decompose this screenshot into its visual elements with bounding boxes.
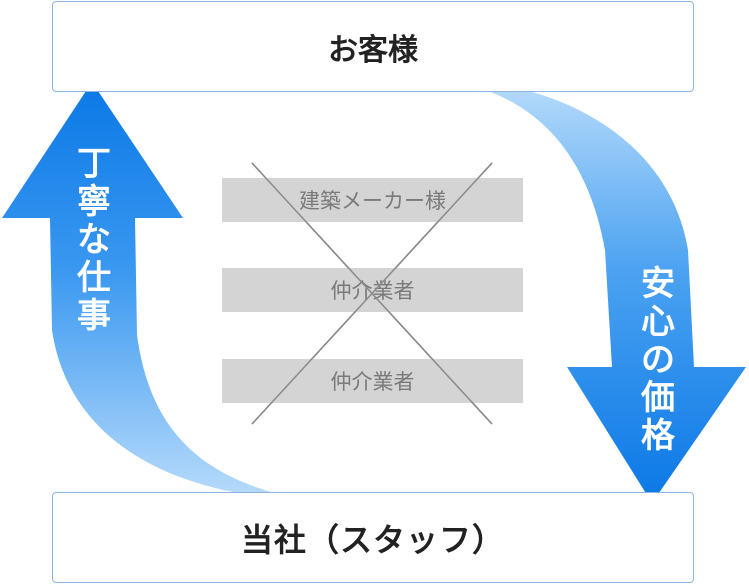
right-arrow-char: 安 (641, 264, 675, 304)
company-label: 当社（スタッフ） (240, 520, 505, 559)
customer-box: お客様 (52, 1, 694, 92)
company-box: 当社（スタッフ） (52, 492, 694, 583)
middle-bar-label: 仲介業者 (330, 279, 415, 303)
left-arrow-char: 事 (77, 296, 111, 336)
middle-bar-broker-1: 仲介業者 (222, 268, 523, 312)
left-arrow-char: 丁 (77, 144, 111, 184)
middle-bar-builder: 建築メーカー様 (222, 178, 523, 222)
left-arrow-char: 寧 (77, 182, 111, 222)
left-arrow-label: 丁 寧 な 仕 事 (72, 144, 116, 336)
right-curved-arrow (445, 80, 746, 503)
left-curved-arrow (2, 82, 305, 500)
middle-bar-broker-2: 仲介業者 (222, 359, 523, 403)
middle-bar-label: 仲介業者 (330, 370, 415, 394)
right-arrow-char: 価 (641, 378, 675, 418)
right-arrow-char: 心 (641, 302, 675, 342)
right-arrow-char: 格 (641, 416, 675, 456)
right-arrow-char: の (641, 340, 675, 380)
left-arrow-char: な (77, 220, 111, 260)
customer-label: お客様 (328, 32, 418, 68)
right-arrow-label: 安 心 の 価 格 (636, 264, 680, 456)
left-arrow-char: 仕 (77, 258, 111, 298)
middle-bar-label: 建築メーカー様 (299, 189, 446, 213)
